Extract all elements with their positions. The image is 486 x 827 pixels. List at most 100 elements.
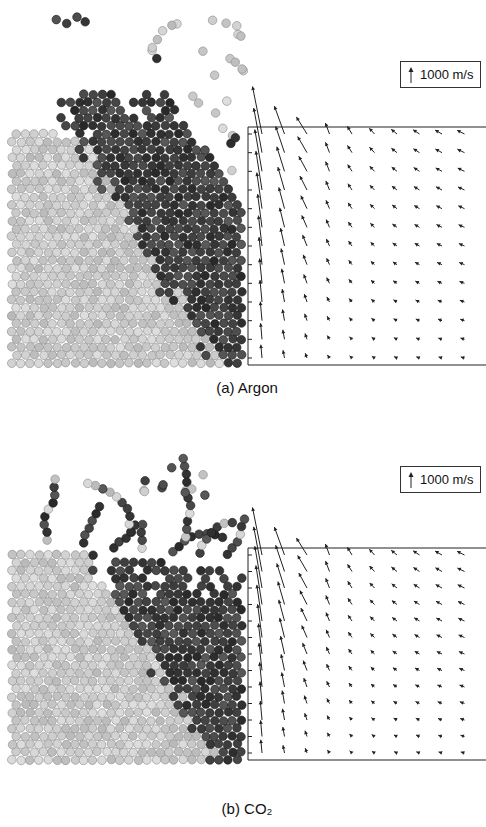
- arrow-head: [327, 297, 330, 301]
- atom: [192, 177, 201, 186]
- atom: [140, 487, 149, 496]
- atom: [129, 558, 138, 567]
- atom: [57, 558, 66, 567]
- atom: [129, 716, 138, 725]
- atom: [156, 605, 165, 614]
- arrow-head: [369, 549, 373, 553]
- atom: [35, 153, 44, 162]
- atom: [170, 185, 179, 194]
- atom: [134, 598, 143, 607]
- arrow-head: [370, 223, 374, 227]
- arrow-head: [300, 591, 303, 595]
- atom: [211, 717, 220, 726]
- atom: [232, 629, 241, 638]
- atom: [89, 566, 98, 575]
- atom: [52, 170, 61, 179]
- velocity-vector: [393, 262, 397, 265]
- velocity-vector: [303, 643, 307, 654]
- arrow-head: [370, 583, 374, 587]
- velocity-vector: [459, 652, 465, 654]
- atom: [12, 335, 21, 344]
- atom: [156, 653, 165, 662]
- atom: [61, 661, 70, 670]
- arrow-head: [280, 249, 284, 253]
- atom: [95, 502, 104, 511]
- atom: [143, 280, 152, 289]
- atom: [30, 272, 39, 281]
- atom: [102, 590, 111, 599]
- velocity-vector: [391, 148, 397, 152]
- atom: [138, 130, 147, 139]
- atom: [157, 130, 166, 139]
- atom: [85, 256, 94, 265]
- atom: [12, 209, 21, 218]
- atom: [71, 709, 80, 718]
- atom: [75, 256, 84, 265]
- atom: [202, 303, 211, 312]
- atom: [48, 145, 57, 154]
- atom: [53, 138, 62, 147]
- atom: [196, 279, 205, 288]
- atom: [233, 598, 242, 607]
- atom: [211, 685, 220, 694]
- atom: [98, 90, 107, 99]
- atom: [70, 311, 79, 320]
- atom: [224, 296, 233, 305]
- atom: [129, 748, 138, 757]
- arrow-head: [370, 185, 374, 189]
- arrow-head: [437, 651, 441, 655]
- atom: [161, 630, 170, 639]
- atom: [157, 272, 166, 281]
- arrow-head: [393, 651, 397, 655]
- atom: [228, 701, 237, 710]
- atom: [44, 359, 53, 368]
- atom: [17, 550, 26, 559]
- atom: [7, 327, 16, 336]
- atom: [67, 701, 76, 710]
- atom: [93, 287, 102, 296]
- atom: [174, 685, 183, 694]
- arrow-head: [371, 242, 375, 246]
- atom: [98, 614, 107, 623]
- atom: [133, 263, 142, 272]
- atom: [79, 539, 88, 548]
- arrow-head: [348, 615, 352, 619]
- atom: [16, 280, 25, 289]
- atom: [228, 288, 237, 297]
- atom: [58, 590, 67, 599]
- atom: [26, 661, 35, 670]
- atom: [125, 296, 134, 305]
- atom: [80, 646, 89, 655]
- atom: [170, 169, 179, 178]
- atom: [148, 622, 157, 631]
- atom: [188, 724, 197, 733]
- atom: [156, 748, 165, 757]
- atom: [7, 343, 16, 352]
- atom: [219, 684, 228, 693]
- atom: [199, 47, 208, 56]
- atom: [48, 669, 57, 678]
- atom: [232, 343, 241, 352]
- atom: [134, 343, 143, 352]
- atom: [66, 685, 75, 694]
- atom: [71, 662, 80, 671]
- atom: [121, 193, 130, 202]
- tick: [248, 264, 252, 265]
- atom: [139, 653, 148, 662]
- atom: [237, 240, 246, 249]
- atom: [220, 574, 229, 583]
- atom: [17, 740, 26, 749]
- atom: [120, 272, 129, 281]
- arrow-head: [393, 281, 397, 285]
- atom: [138, 590, 147, 599]
- atom: [94, 224, 103, 233]
- atom: [179, 327, 188, 336]
- atom: [210, 193, 219, 202]
- atom: [125, 138, 134, 147]
- velocity-vector: [303, 235, 307, 246]
- atom: [183, 605, 192, 614]
- arrow-head: [415, 281, 419, 285]
- atom: [97, 264, 106, 273]
- atom: [223, 629, 232, 638]
- velocity-vector: [304, 274, 307, 283]
